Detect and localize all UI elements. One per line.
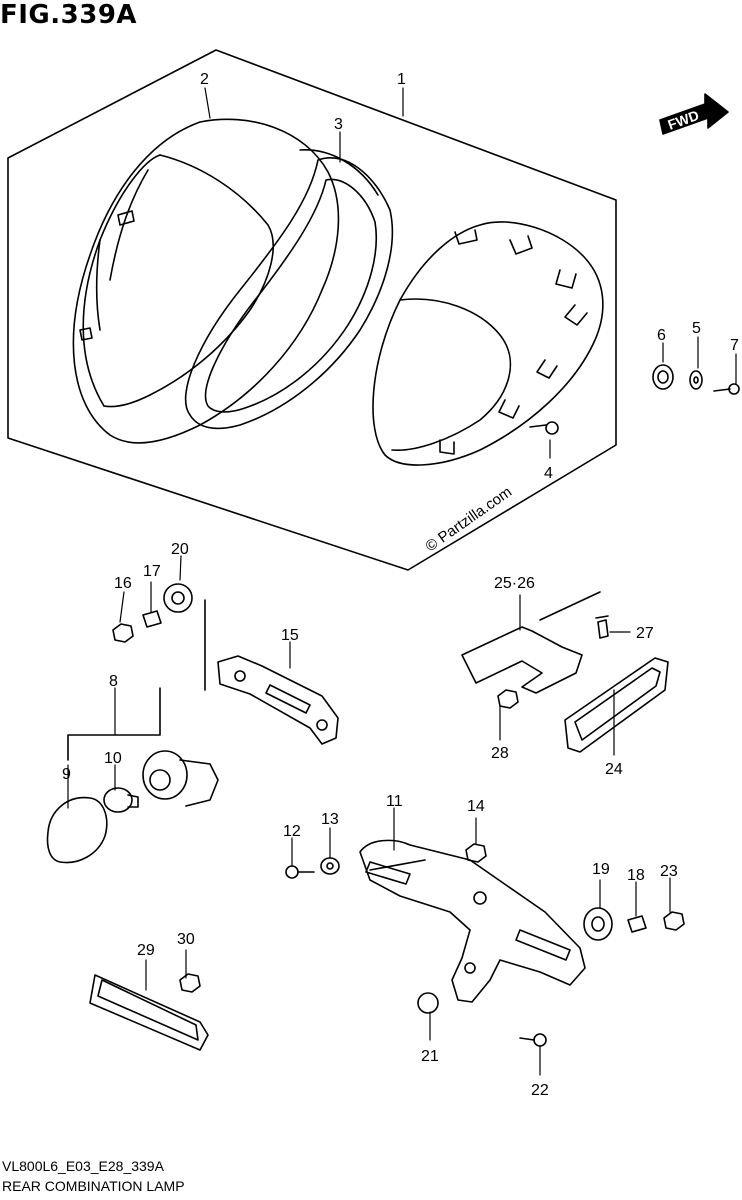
label-part-27: 27 bbox=[636, 625, 654, 642]
label-part-13: 13 bbox=[321, 811, 339, 828]
collar-part-18 bbox=[627, 915, 647, 933]
grommet-part-6 bbox=[652, 364, 674, 390]
collar-part-17 bbox=[142, 610, 162, 628]
label-part-21: 21 bbox=[421, 1048, 439, 1065]
socket-part-8 bbox=[142, 750, 219, 807]
assembly-box bbox=[7, 49, 617, 571]
reflector-part-29 bbox=[89, 974, 209, 1051]
figure-code: VL800L6_E03_E28_339A bbox=[2, 1158, 164, 1174]
label-part-11: 11 bbox=[386, 793, 403, 810]
lens-part-2 bbox=[72, 118, 340, 444]
label-part-23: 23 bbox=[660, 863, 678, 880]
label-part-20: 20 bbox=[171, 541, 189, 558]
bracket-part-25-26 bbox=[461, 591, 601, 694]
leader-lines bbox=[67, 87, 737, 1076]
bolt-part-27 bbox=[595, 615, 609, 639]
cap-part-21 bbox=[417, 992, 439, 1014]
leader-8-9 bbox=[67, 687, 161, 761]
label-part-19: 19 bbox=[592, 861, 610, 878]
bracket-part-11 bbox=[359, 839, 586, 1003]
fwd-label: FWD bbox=[666, 107, 701, 133]
screw-part-7 bbox=[713, 383, 740, 395]
screw-part-4 bbox=[529, 421, 559, 435]
label-part-16: 16 bbox=[114, 575, 132, 592]
label-part-30: 30 bbox=[177, 931, 195, 948]
gasket-part-3 bbox=[184, 149, 394, 430]
washer-part-13 bbox=[320, 857, 340, 875]
label-part-29: 29 bbox=[137, 942, 155, 959]
label-part-28: 28 bbox=[491, 745, 509, 762]
lens-part-9 bbox=[46, 796, 108, 864]
label-part-1: 1 bbox=[397, 71, 406, 88]
part-labels: 1 2 3 4 5 6 7 8 9 10 11 12 13 14 15 16 1… bbox=[62, 71, 739, 1099]
lamp-housing bbox=[372, 221, 604, 466]
label-part-9: 9 bbox=[62, 766, 71, 783]
label-part-10: 10 bbox=[104, 750, 122, 767]
label-part-14: 14 bbox=[467, 798, 485, 815]
nut-part-16 bbox=[112, 623, 134, 643]
label-part-22: 22 bbox=[531, 1082, 549, 1099]
screw-part-22 bbox=[519, 1033, 547, 1047]
fwd-arrow bbox=[659, 93, 729, 135]
nut-part-23 bbox=[663, 911, 685, 931]
washer-part-5 bbox=[689, 370, 703, 390]
screw-part-12 bbox=[285, 865, 315, 879]
bracket-part-15 bbox=[204, 599, 339, 745]
reflector-part-24 bbox=[564, 657, 669, 753]
label-part-5: 5 bbox=[692, 320, 701, 337]
nut-part-30 bbox=[179, 973, 201, 993]
label-part-17: 17 bbox=[143, 563, 161, 580]
label-part-3: 3 bbox=[334, 116, 343, 133]
label-part-18: 18 bbox=[627, 867, 645, 884]
label-part-24: 24 bbox=[605, 761, 623, 778]
figure-title: FIG.339A bbox=[0, 0, 138, 30]
bulb-part-10 bbox=[103, 787, 139, 813]
figure-name: REAR COMBINATION LAMP bbox=[2, 1178, 185, 1194]
grommet-part-20 bbox=[163, 583, 193, 613]
label-part-12: 12 bbox=[283, 823, 301, 840]
grommet-part-19 bbox=[583, 907, 613, 941]
label-part-15: 15 bbox=[281, 627, 299, 644]
label-part-8: 8 bbox=[109, 673, 118, 690]
label-part-25-26: 25·26 bbox=[494, 575, 535, 592]
nut-part-28 bbox=[497, 689, 519, 709]
label-part-6: 6 bbox=[657, 327, 666, 344]
label-part-4: 4 bbox=[544, 465, 553, 482]
label-part-7: 7 bbox=[730, 337, 739, 354]
nut-part-14 bbox=[465, 843, 487, 863]
copyright-watermark: © Partzilla.com bbox=[423, 483, 516, 555]
label-part-2: 2 bbox=[200, 71, 209, 88]
